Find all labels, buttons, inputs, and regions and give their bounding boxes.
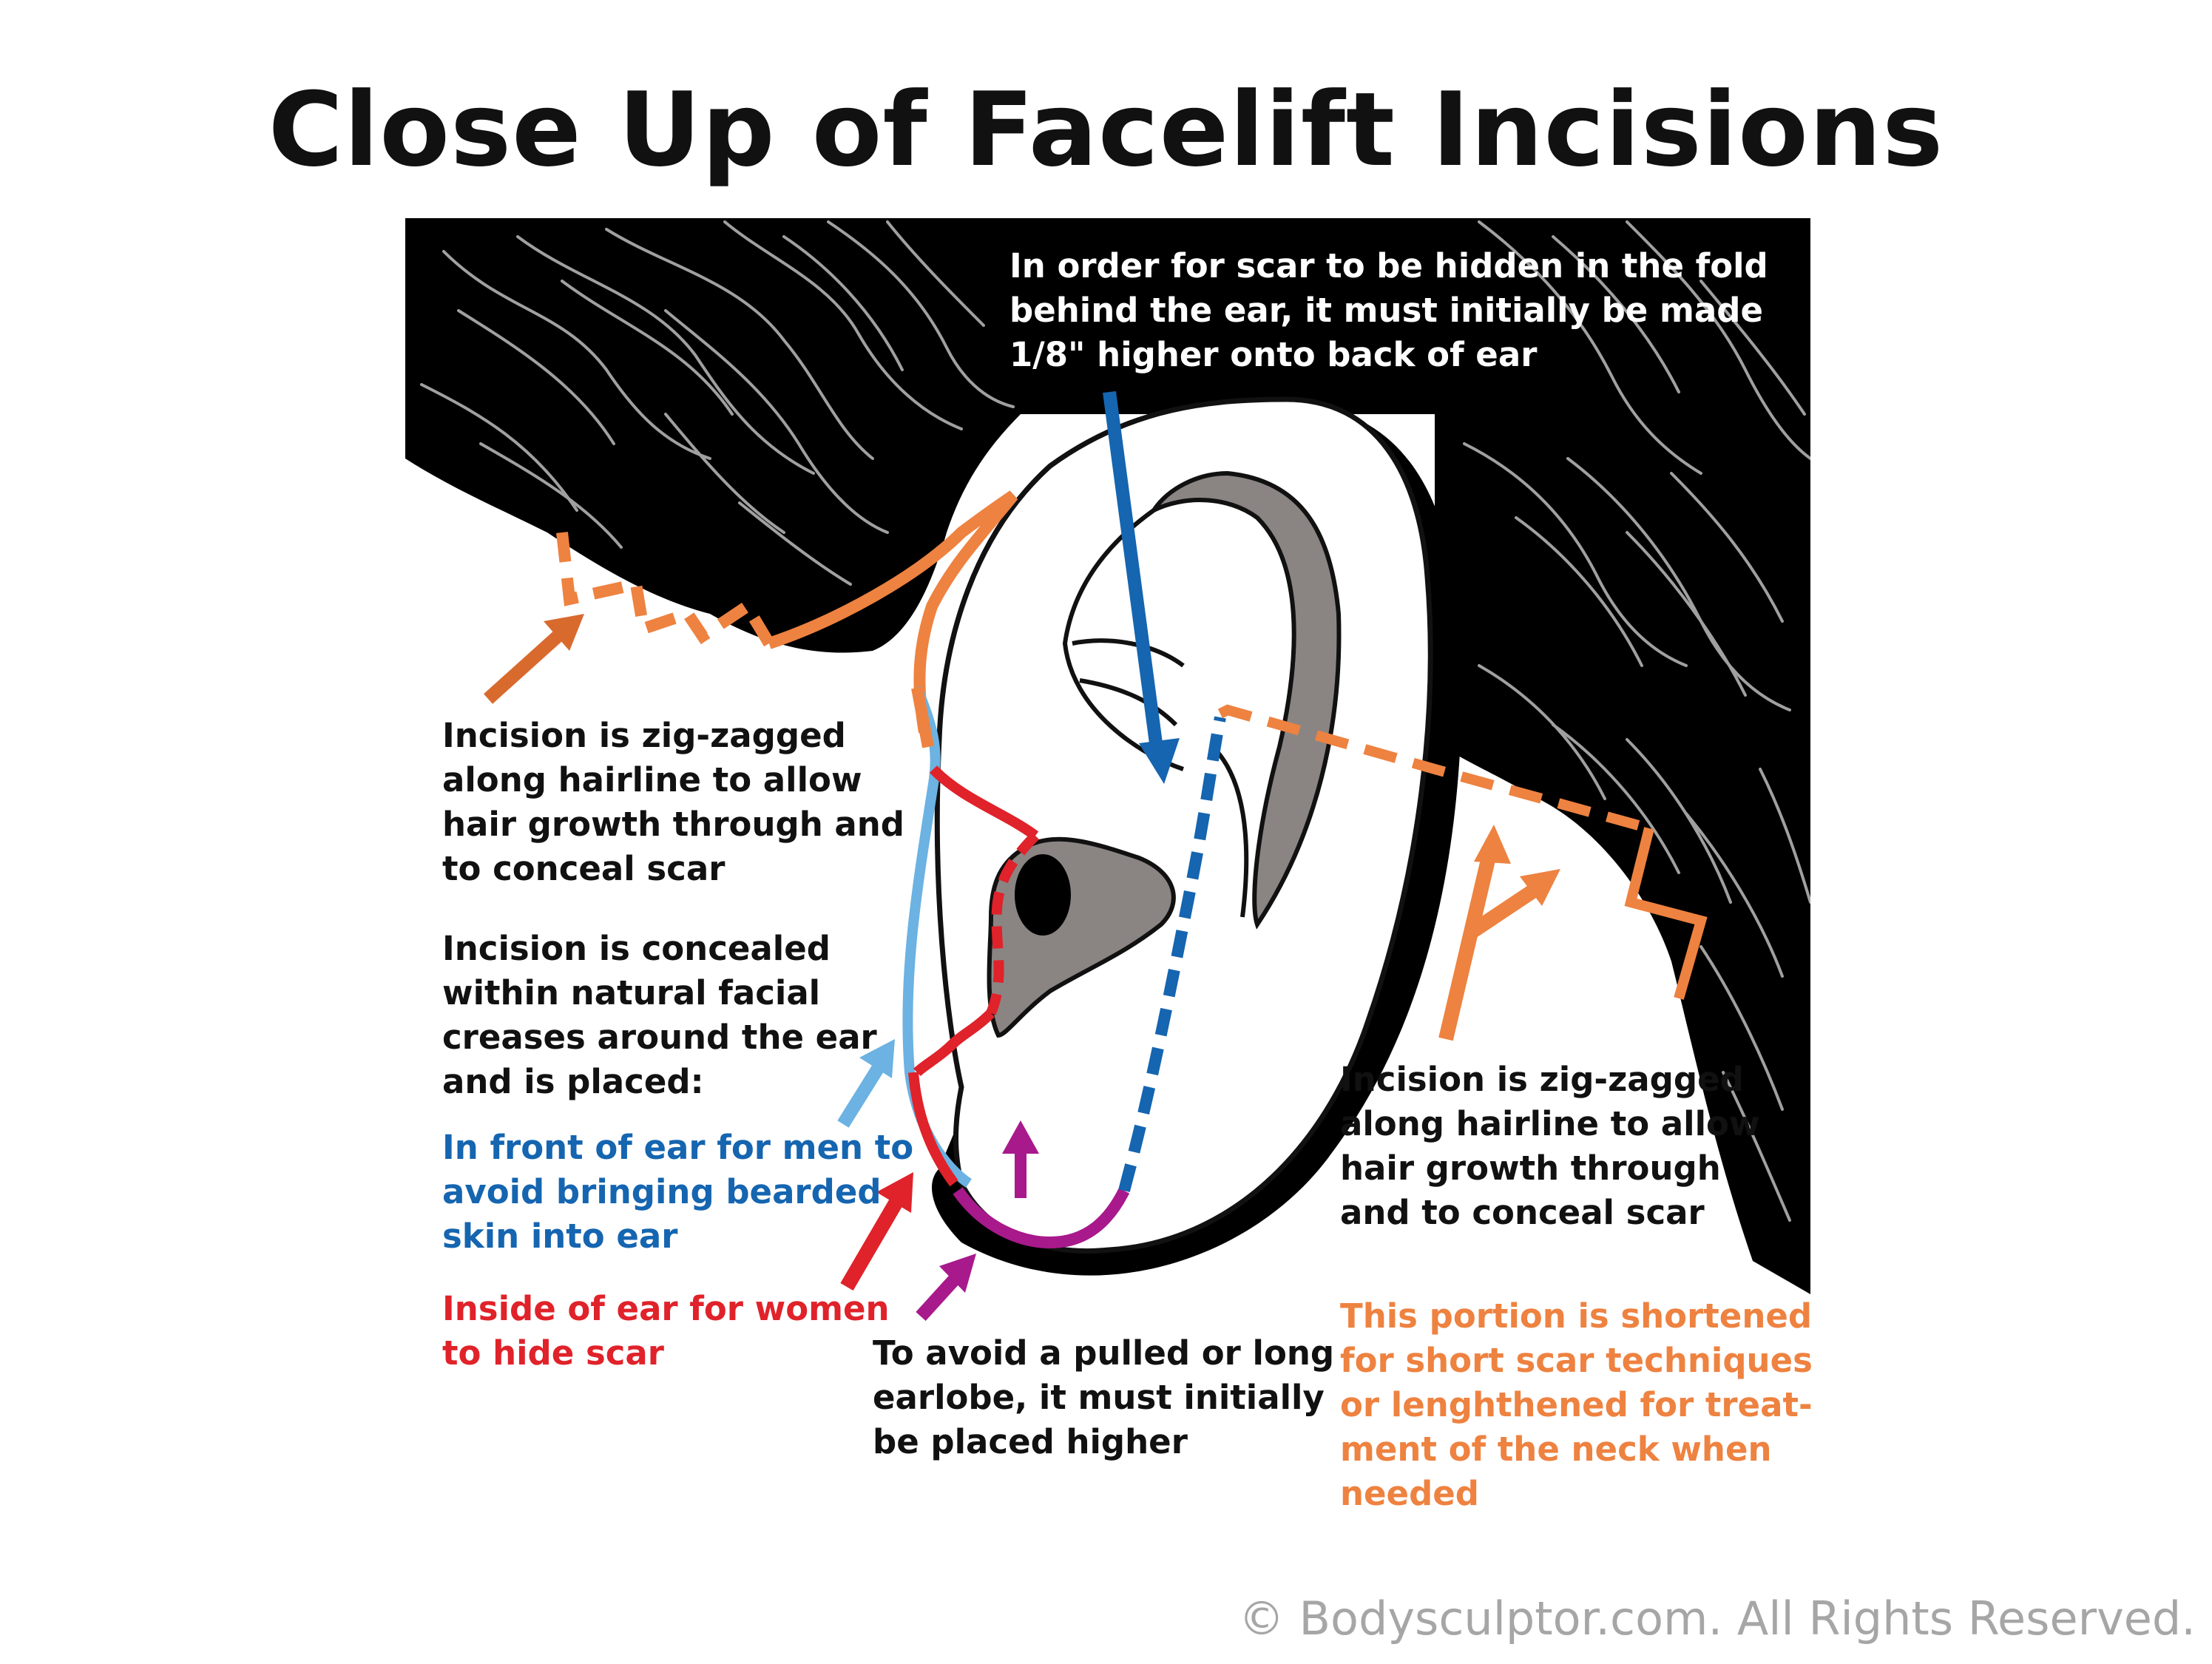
label-short-scar: This portion is shortened for short scar…	[1340, 1296, 1813, 1513]
label-men: In front of ear for men to avoid bringin…	[442, 1128, 914, 1256]
incision-women-inside	[929, 765, 1039, 840]
arrow-hairline-left	[483, 614, 584, 704]
incision-hairline-left	[556, 532, 774, 647]
arrow-short-scar	[1438, 825, 1560, 1041]
label-earlobe: To avoid a pulled or long earlobe, it mu…	[873, 1333, 1335, 1461]
incision-behind-ear	[1118, 716, 1226, 1193]
arrow-earlobe-lower	[916, 1254, 976, 1322]
arrow-women	[840, 1172, 913, 1291]
label-behind-ear: In order for scar to be hidden in the fo…	[1009, 246, 1768, 374]
arrow-men	[837, 1039, 895, 1128]
incision-hairline-right	[1217, 704, 1651, 833]
label-women: Inside of ear for women to hide scar	[442, 1289, 890, 1373]
ear-canal	[1015, 854, 1071, 936]
arrow-earlobe-upper	[1002, 1120, 1039, 1198]
arrow-behind-ear	[1103, 390, 1180, 784]
ear-antihelix	[1062, 508, 1184, 771]
hair-background	[405, 218, 1810, 1294]
incision-temporal	[767, 490, 1018, 734]
copyright-notice: © Bodysculptor.com. All Rights Reserved.	[1238, 1592, 2196, 1646]
hair-strands	[420, 220, 1810, 1222]
incision-earlobe	[953, 1187, 1130, 1249]
ear-inner-fold	[1147, 470, 1342, 930]
label-hairline-left: Incision is zig-zagged along hairline to…	[442, 716, 905, 888]
label-concealed: Incision is concealed within natural fac…	[442, 929, 877, 1101]
label-hairline-right: Incision is zig-zagged along hairline to…	[1340, 1060, 1760, 1232]
page-title: Close Up of Facelift Incisions	[268, 70, 1944, 189]
